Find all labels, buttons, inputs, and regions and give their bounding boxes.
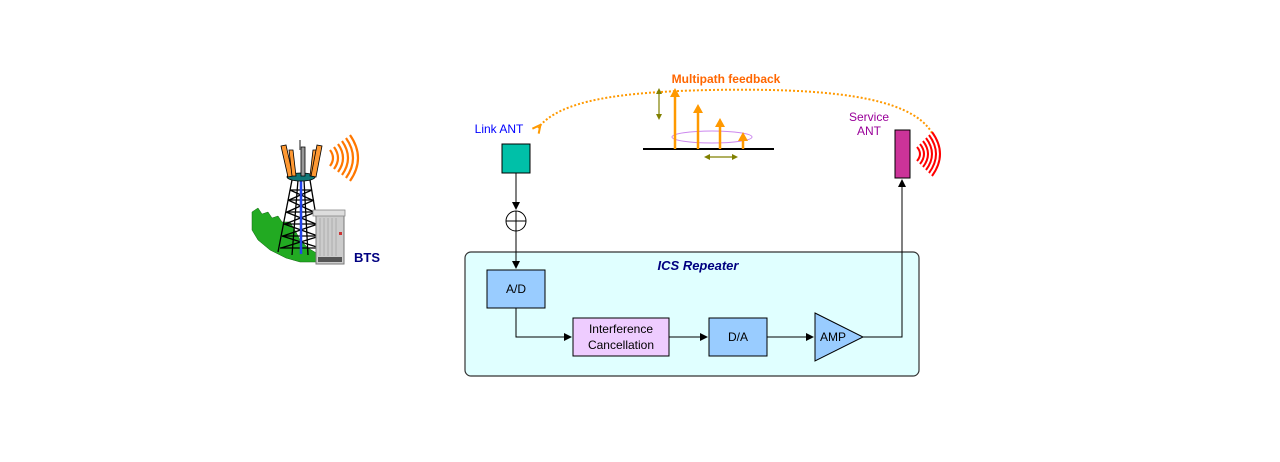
- ics-repeater-title: ICS Repeater: [658, 258, 740, 273]
- service-ant-label-1: Service: [849, 110, 889, 124]
- multipath-impulses: [670, 88, 748, 149]
- ic-block-label-1: Interference: [589, 322, 653, 336]
- feedback-label: Multipath feedback: [672, 72, 781, 86]
- link-antenna: [501, 143, 531, 174]
- da-block-label: D/A: [728, 330, 748, 344]
- bts-tower-icon: [251, 134, 360, 265]
- amp-to-service-wire: [863, 179, 906, 338]
- ad-block: [486, 269, 546, 309]
- ic-block-label-2: Cancellation: [588, 338, 654, 352]
- link-ant-label: Link ANT: [475, 122, 524, 136]
- service-ant-label-2: ANT: [857, 124, 882, 138]
- service-radio-waves-icon: [916, 131, 941, 177]
- interference-cancellation-block: [572, 317, 670, 357]
- ad-to-ic-wire: [515, 308, 572, 341]
- bts-label: BTS: [354, 250, 380, 265]
- feedback-path: [538, 88, 933, 133]
- delay-arrow: [704, 154, 738, 160]
- service-antenna: [894, 129, 911, 179]
- amp-block: [814, 312, 865, 362]
- delay-spread-ellipse: [671, 130, 753, 144]
- amp-block-label: AMP: [820, 330, 846, 344]
- summer-icon: [505, 210, 527, 232]
- ad-block-label: A/D: [506, 282, 526, 296]
- da-block: [708, 317, 768, 357]
- amplitude-arrow: [656, 88, 662, 120]
